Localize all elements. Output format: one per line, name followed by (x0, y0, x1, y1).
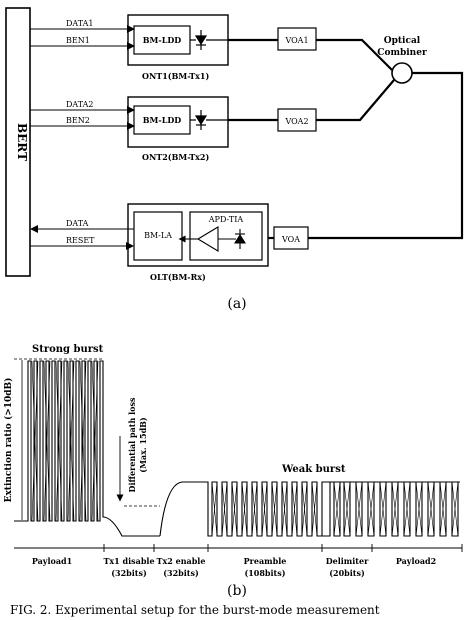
ont1-laser-diode-icon (190, 30, 228, 50)
olt-amplifier-icon (178, 226, 236, 252)
bert-label: BERT (15, 123, 29, 161)
ont2-caption: ONT2(BM-Tx2) (142, 152, 209, 162)
ont1-ben-label: BEN1 (66, 36, 90, 45)
ont1-ldd-label: BM-LDD (143, 35, 182, 45)
voa2-label: VOA2 (284, 117, 308, 126)
segment-name: Payload1 (32, 556, 72, 566)
timing-diagram: Strong burst Weak burst Extinction ratio… (3, 344, 463, 599)
segment-labels: Payload1 Tx1 disable (32bits) Tx2 enable… (32, 556, 436, 578)
segment-name: Payload2 (396, 556, 436, 566)
ont2-laser-diode-icon (190, 110, 228, 130)
y-axis-label: Extinction ratio (>10dB) (3, 378, 14, 503)
combiner-label-line2: Combiner (377, 48, 427, 58)
olt-apd-tia-box (189, 211, 263, 261)
segment-name: Tx1 disable (103, 556, 154, 566)
setup-diagram: BERT BM-LDD DATA1 BEN1 ONT1(BM-Tx1) VOA1… (5, 7, 464, 312)
setup-sublabel: (a) (227, 296, 246, 312)
olt-photodiode-icon (234, 229, 246, 249)
voa-rx-label: VOA (281, 235, 300, 244)
voa1-label: VOA1 (284, 36, 308, 45)
olt-la-label: BM-LA (144, 231, 172, 240)
differential-loss-label-line1: Differential path loss (127, 397, 137, 492)
segment-name: Delimiter (326, 556, 369, 566)
segment-detail: (32bits) (111, 568, 147, 578)
segment-detail: (108bits) (244, 568, 285, 578)
segment-dividers (103, 544, 463, 552)
olt-reset-label: RESET (66, 236, 95, 245)
segment-detail: (32bits) (163, 568, 199, 578)
combiner-label-line1: Optical (384, 36, 421, 46)
timing-sublabel: (b) (227, 583, 247, 599)
bert-box (5, 7, 31, 277)
olt-caption: OLT(BM-Rx) (150, 272, 206, 282)
segment-detail: (20bits) (329, 568, 365, 578)
voa1-to-combiner-fiber (316, 38, 393, 71)
weak-burst-label: Weak burst (281, 464, 346, 475)
olt-apd-tia-label: APD-TIA (208, 215, 244, 224)
strong-burst-label: Strong burst (32, 344, 104, 355)
figure-caption: FIG. 2. Experimental setup for the burst… (10, 603, 380, 617)
olt-data-label: DATA (66, 219, 89, 228)
optical-combiner (391, 62, 413, 84)
ont1-data-label: DATA1 (66, 19, 94, 28)
differential-loss-label-line2: (Max. 15dB) (138, 417, 148, 473)
combiner-to-olt-fiber (308, 71, 464, 240)
weak-burst-crossings (211, 481, 318, 537)
weak-burst-waveform (159, 481, 460, 537)
segment-name: Preamble (244, 556, 287, 566)
segment-name: Tx2 enable (157, 556, 206, 566)
strong-burst-crossings (31, 360, 99, 522)
ont2-ben-label: BEN2 (66, 116, 90, 125)
ont1-caption: ONT1(BM-Tx1) (142, 71, 209, 81)
ont2-data-label: DATA2 (66, 100, 94, 109)
delimiter-payload2-waveform (322, 481, 459, 537)
olt-box (127, 203, 269, 267)
voa2-to-combiner-fiber (316, 79, 395, 122)
ont2-ldd-label: BM-LDD (143, 115, 182, 125)
payload2-crossings (333, 481, 459, 537)
strong-burst-waveform (14, 360, 160, 537)
